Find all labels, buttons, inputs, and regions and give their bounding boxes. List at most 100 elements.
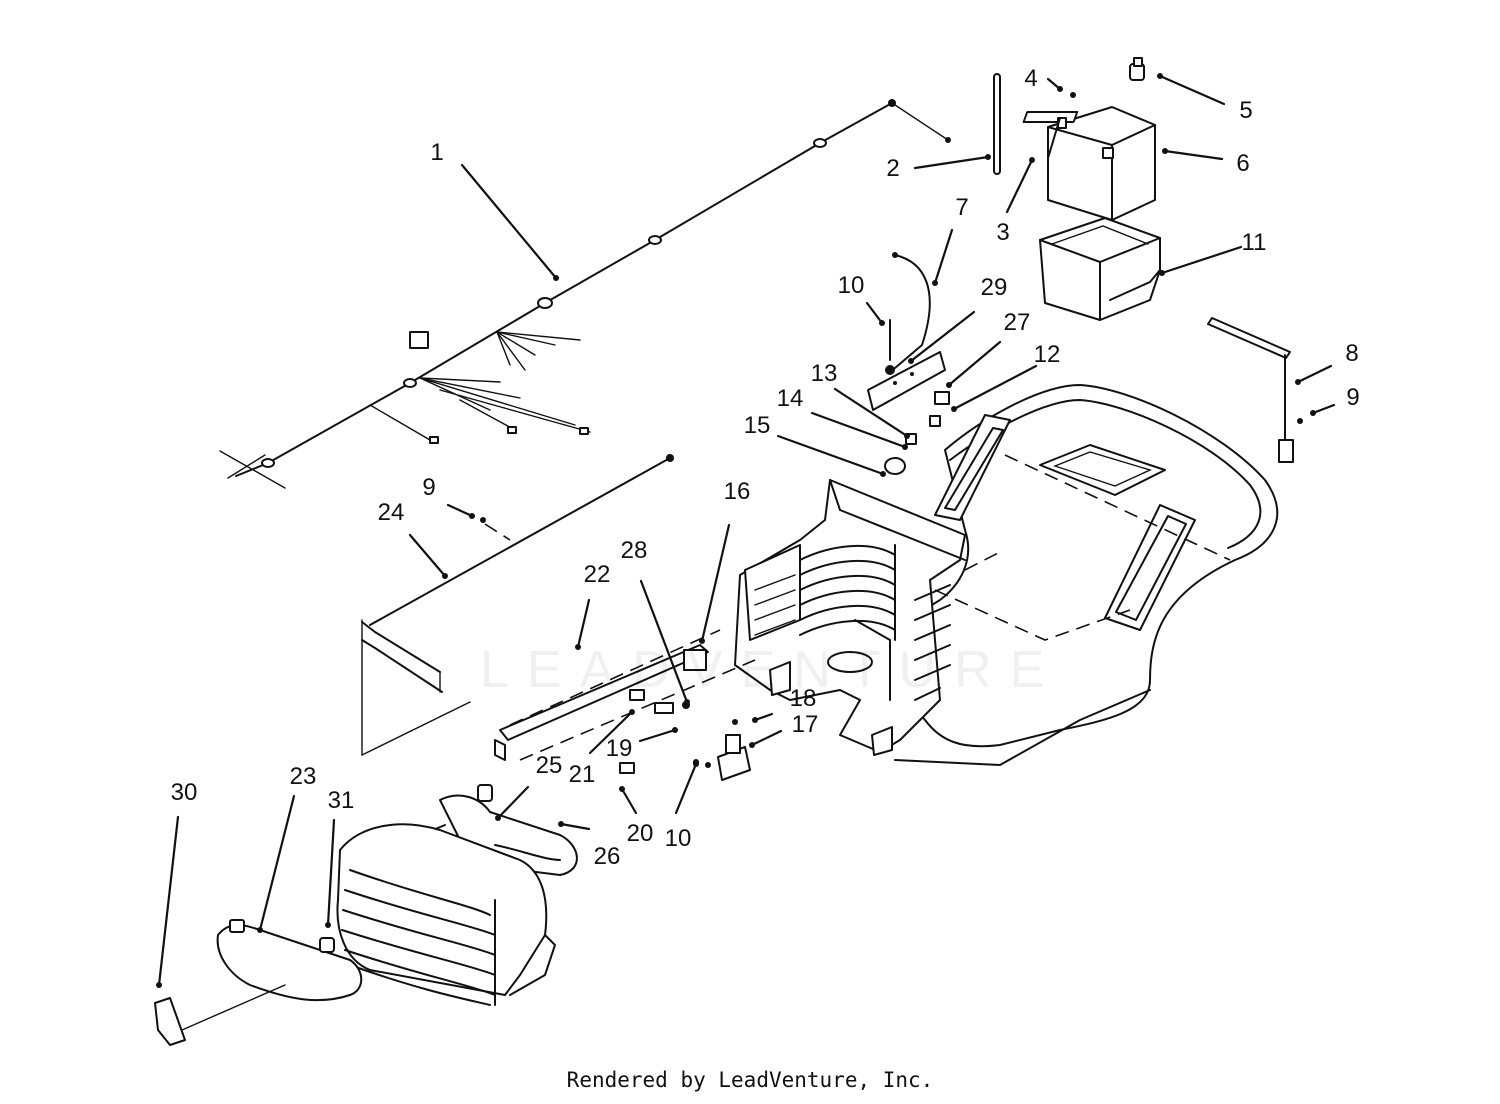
callout-label-16[interactable]: 16 [724, 478, 751, 505]
callout-endpoint-21 [629, 709, 635, 715]
callout-label-14[interactable]: 14 [777, 385, 804, 412]
callout-label-26[interactable]: 26 [594, 843, 621, 870]
watermark-text: LEADVENTURE [480, 641, 1063, 699]
callout-leader-3 [1005, 158, 1034, 214]
callout-endpoint-3 [1029, 157, 1035, 163]
callout-endpoint-11 [1159, 270, 1165, 276]
emblem [154, 997, 186, 1046]
callout-leader-29 [909, 310, 976, 363]
callout-leader-12 [952, 364, 1038, 411]
callout-label-31[interactable]: 31 [328, 787, 355, 814]
callout-label-22[interactable]: 22 [584, 561, 611, 588]
callout-label-10[interactable]: 10 [665, 825, 692, 852]
battery-tray [1039, 217, 1161, 321]
callout-leader-5 [1158, 74, 1226, 106]
callout-endpoint-8 [1295, 379, 1301, 385]
callout-label-9[interactable]: 9 [1346, 384, 1359, 411]
callout-endpoint-10 [879, 320, 885, 326]
callout-endpoint-5 [1157, 73, 1163, 79]
callout-leader-10 [674, 762, 698, 815]
callout-leader-24 [408, 533, 447, 578]
callout-leader-9 [446, 503, 474, 518]
callout-endpoint-25 [495, 815, 501, 821]
terminal-cover [1129, 57, 1145, 81]
callout-leader-18 [753, 712, 774, 722]
callout-label-15[interactable]: 15 [744, 412, 771, 439]
callout-endpoint-9 [1310, 410, 1316, 416]
callout-endpoint-13 [904, 433, 910, 439]
callout-label-25[interactable]: 25 [536, 752, 563, 779]
callout-label-17[interactable]: 17 [792, 711, 819, 738]
callout-label-30[interactable]: 30 [171, 779, 198, 806]
callout-label-3[interactable]: 3 [996, 219, 1009, 246]
callout-endpoint-9 [469, 513, 475, 519]
callout-label-18[interactable]: 18 [790, 685, 817, 712]
callout-leader-31 [326, 818, 336, 927]
wire-harness [219, 99, 951, 489]
callout-leader-23 [258, 794, 296, 932]
callout-leader-30 [157, 815, 180, 987]
callout-endpoint-31 [325, 922, 331, 928]
frame-bracket [494, 629, 756, 761]
callout-leader-13 [833, 387, 909, 438]
callout-leader-10 [865, 301, 884, 325]
callout-endpoint-4 [1057, 86, 1063, 92]
callout-label-4[interactable]: 4 [1024, 65, 1037, 92]
callout-endpoint-15 [880, 471, 886, 477]
rod-part [993, 73, 1001, 175]
callout-endpoint-23 [257, 927, 263, 933]
callout-label-10[interactable]: 10 [838, 272, 865, 299]
callout-label-24[interactable]: 24 [378, 499, 405, 526]
battery [1022, 92, 1156, 221]
callout-leader-21 [588, 710, 634, 755]
callout-label-29[interactable]: 29 [981, 274, 1008, 301]
battery-cable [885, 252, 931, 375]
callout-endpoint-14 [902, 444, 908, 450]
callout-endpoint-17 [749, 742, 755, 748]
callout-label-8[interactable]: 8 [1345, 340, 1358, 367]
callout-label-1[interactable]: 1 [430, 139, 443, 166]
callout-endpoint-2 [985, 154, 991, 160]
callout-label-19[interactable]: 19 [606, 735, 633, 762]
callout-label-28[interactable]: 28 [621, 537, 648, 564]
callout-endpoint-6 [1162, 148, 1168, 154]
callout-label-6[interactable]: 6 [1236, 150, 1249, 177]
clip-part [619, 762, 635, 774]
callout-label-27[interactable]: 27 [1004, 309, 1031, 336]
callout-labels: 1234567899101011121314151617181920212223… [156, 65, 1360, 988]
callout-endpoint-1 [553, 275, 559, 281]
callout-leader-2 [913, 155, 990, 170]
callout-endpoint-20 [619, 786, 625, 792]
callout-label-20[interactable]: 20 [627, 820, 654, 847]
callout-leader-19 [638, 728, 677, 743]
callout-label-2[interactable]: 2 [886, 155, 899, 182]
callout-label-7[interactable]: 7 [955, 194, 968, 221]
dash-console [734, 479, 1001, 756]
callout-label-11[interactable]: 11 [1242, 229, 1267, 256]
callout-label-12[interactable]: 12 [1034, 341, 1061, 368]
callout-endpoint-19 [672, 727, 678, 733]
callout-leader-15 [776, 434, 885, 476]
callout-endpoint-7 [932, 280, 938, 286]
callout-leader-28 [639, 579, 689, 704]
callout-endpoint-29 [908, 358, 914, 364]
callout-endpoint-16 [699, 638, 705, 644]
callout-leader-20 [620, 787, 638, 815]
callout-leader-7 [933, 228, 954, 285]
front-bumper [181, 919, 363, 1031]
callout-label-23[interactable]: 23 [290, 763, 317, 790]
callout-endpoint-24 [442, 573, 448, 579]
callout-label-9[interactable]: 9 [422, 474, 435, 501]
callout-leader-1 [460, 163, 558, 280]
fender-deck [894, 384, 1279, 766]
callout-endpoint-27 [946, 382, 952, 388]
callout-leader-9 [1311, 403, 1336, 415]
callout-label-21[interactable]: 21 [569, 761, 596, 788]
callout-leader-26 [559, 822, 591, 831]
callout-label-13[interactable]: 13 [811, 360, 838, 387]
callout-leader-27 [947, 340, 1002, 387]
cable-assembly [361, 454, 674, 756]
callout-label-5[interactable]: 5 [1239, 97, 1252, 124]
footer-credit: Rendered by LeadVenture, Inc. [566, 1068, 934, 1092]
